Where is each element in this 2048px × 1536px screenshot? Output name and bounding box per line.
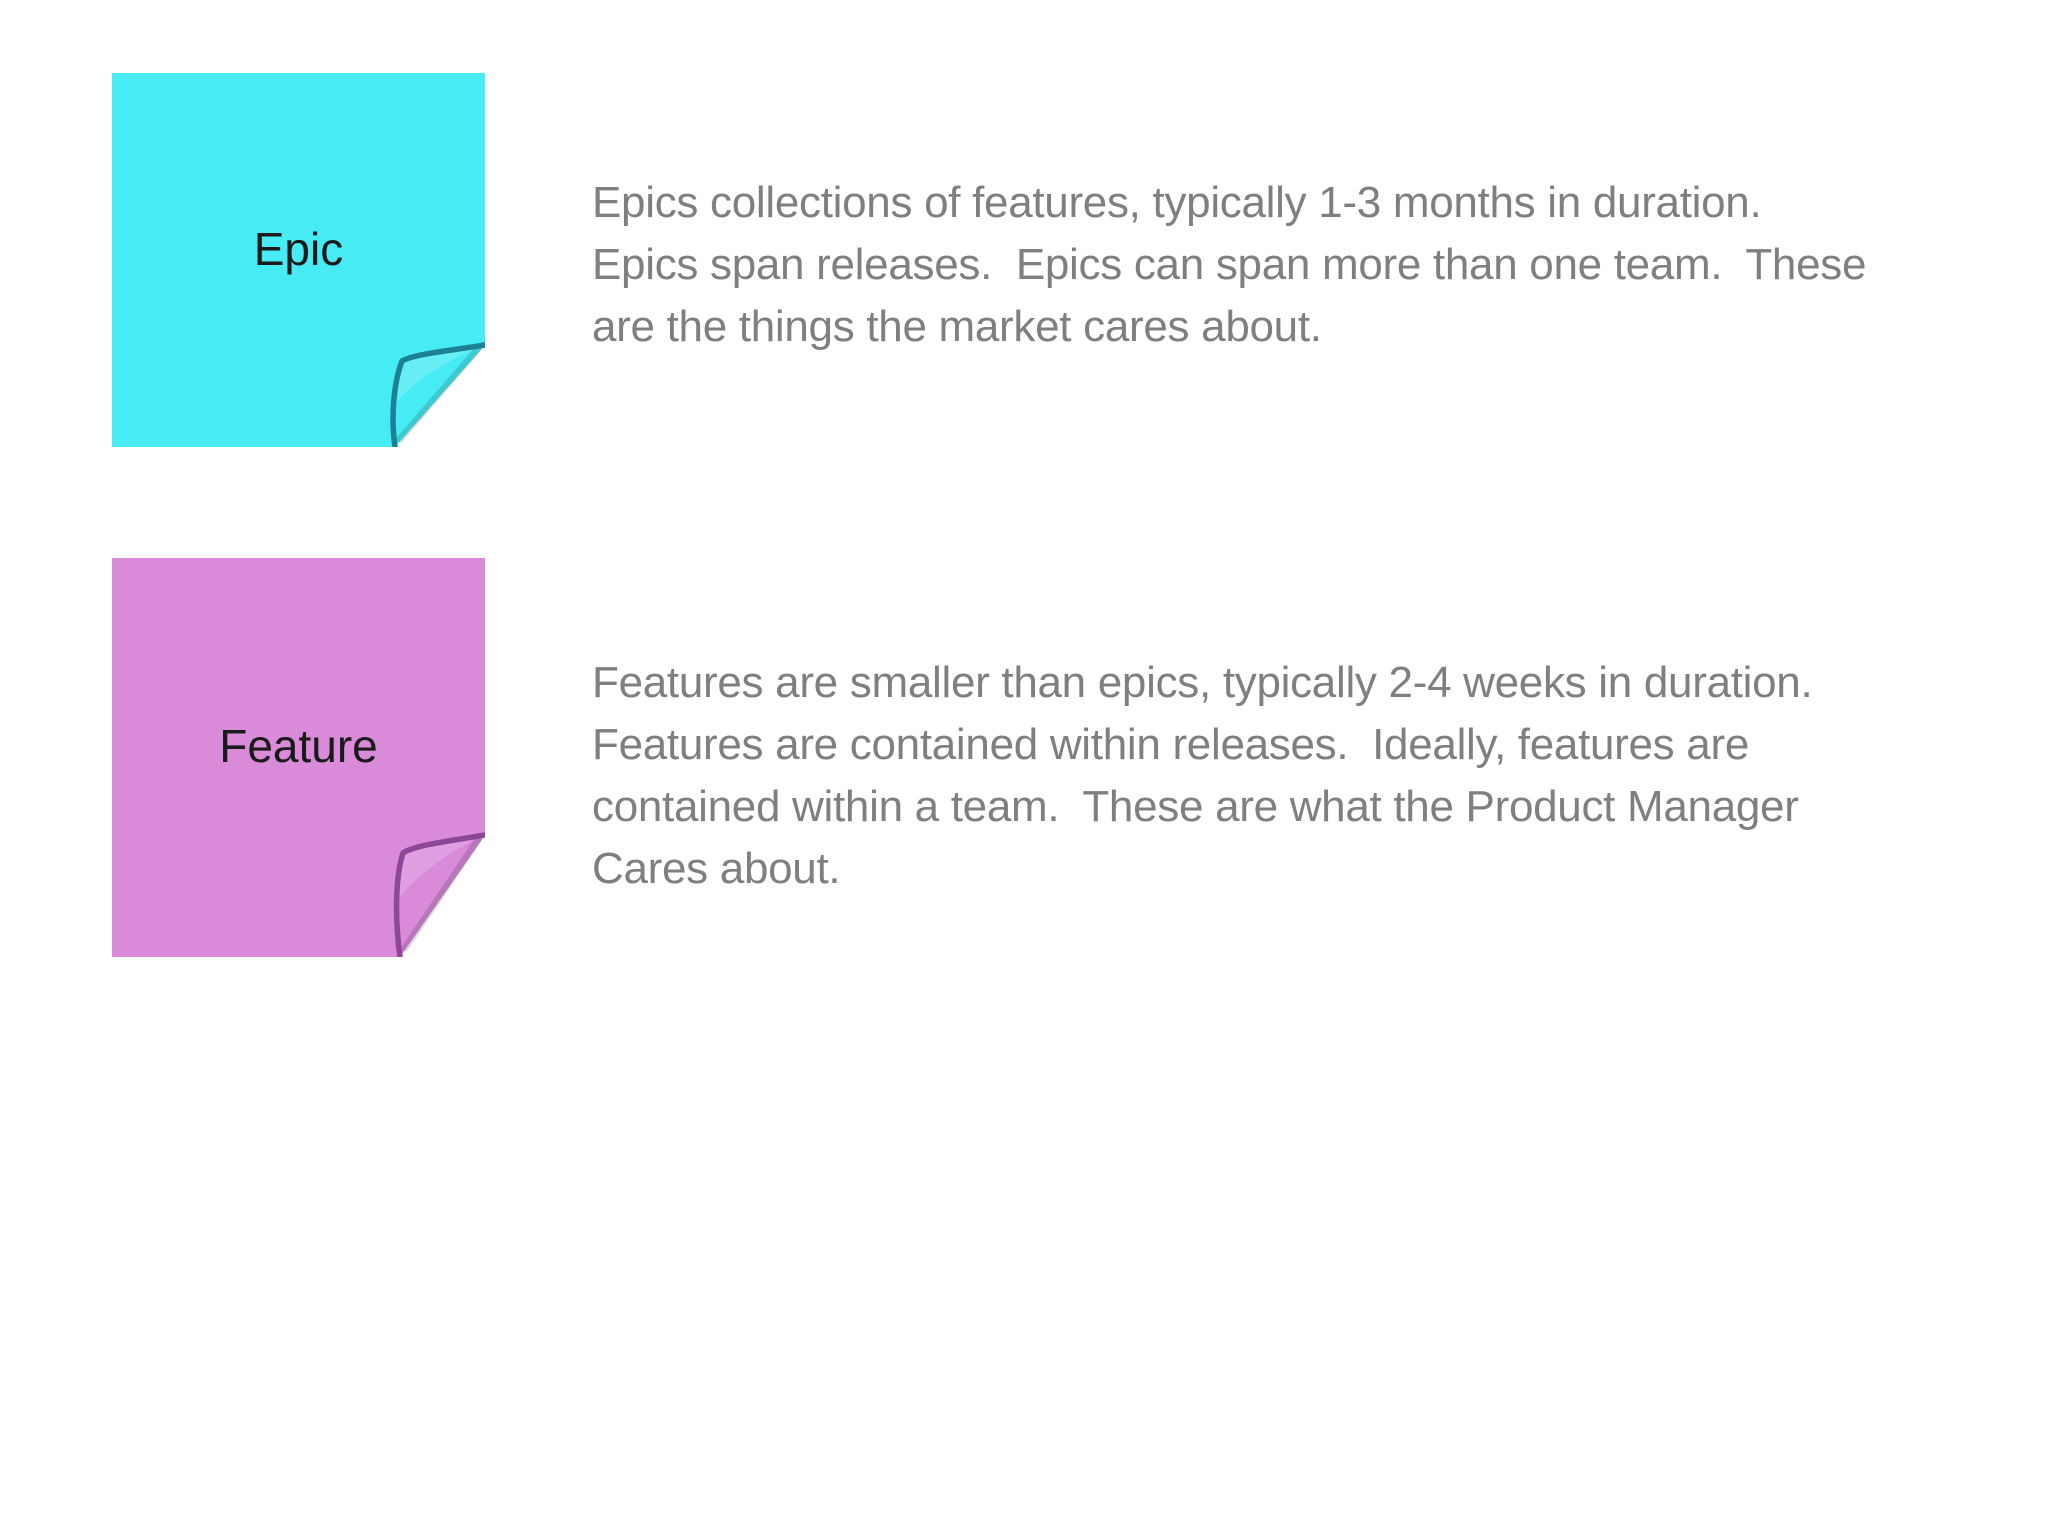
page-curl-edge xyxy=(390,342,485,447)
sticky-note-feature-graphic xyxy=(112,558,485,957)
page-curl-highlight xyxy=(399,835,485,898)
note-body-shape xyxy=(112,73,485,447)
page-curl-flap xyxy=(393,345,485,447)
page-curl-fold-shadow xyxy=(396,345,482,443)
sticky-note-feature[interactable]: Feature xyxy=(112,558,485,957)
page-curl-highlight xyxy=(398,345,485,401)
page-curl-fold-shadow xyxy=(401,836,482,952)
sticky-note-feature-label: Feature xyxy=(219,720,378,773)
epic-description: Epics collections of features, typically… xyxy=(592,178,1867,351)
sticky-note-epic-label: Epic xyxy=(253,222,344,275)
note-body-shape xyxy=(112,558,485,957)
sticky-note-epic-graphic xyxy=(112,73,485,447)
feature-description: Features are smaller than epics, typical… xyxy=(592,658,1813,893)
page-curl-flap xyxy=(396,835,485,957)
page-curl-edge xyxy=(393,832,485,957)
sticky-note-epic[interactable]: Epic xyxy=(112,73,485,447)
